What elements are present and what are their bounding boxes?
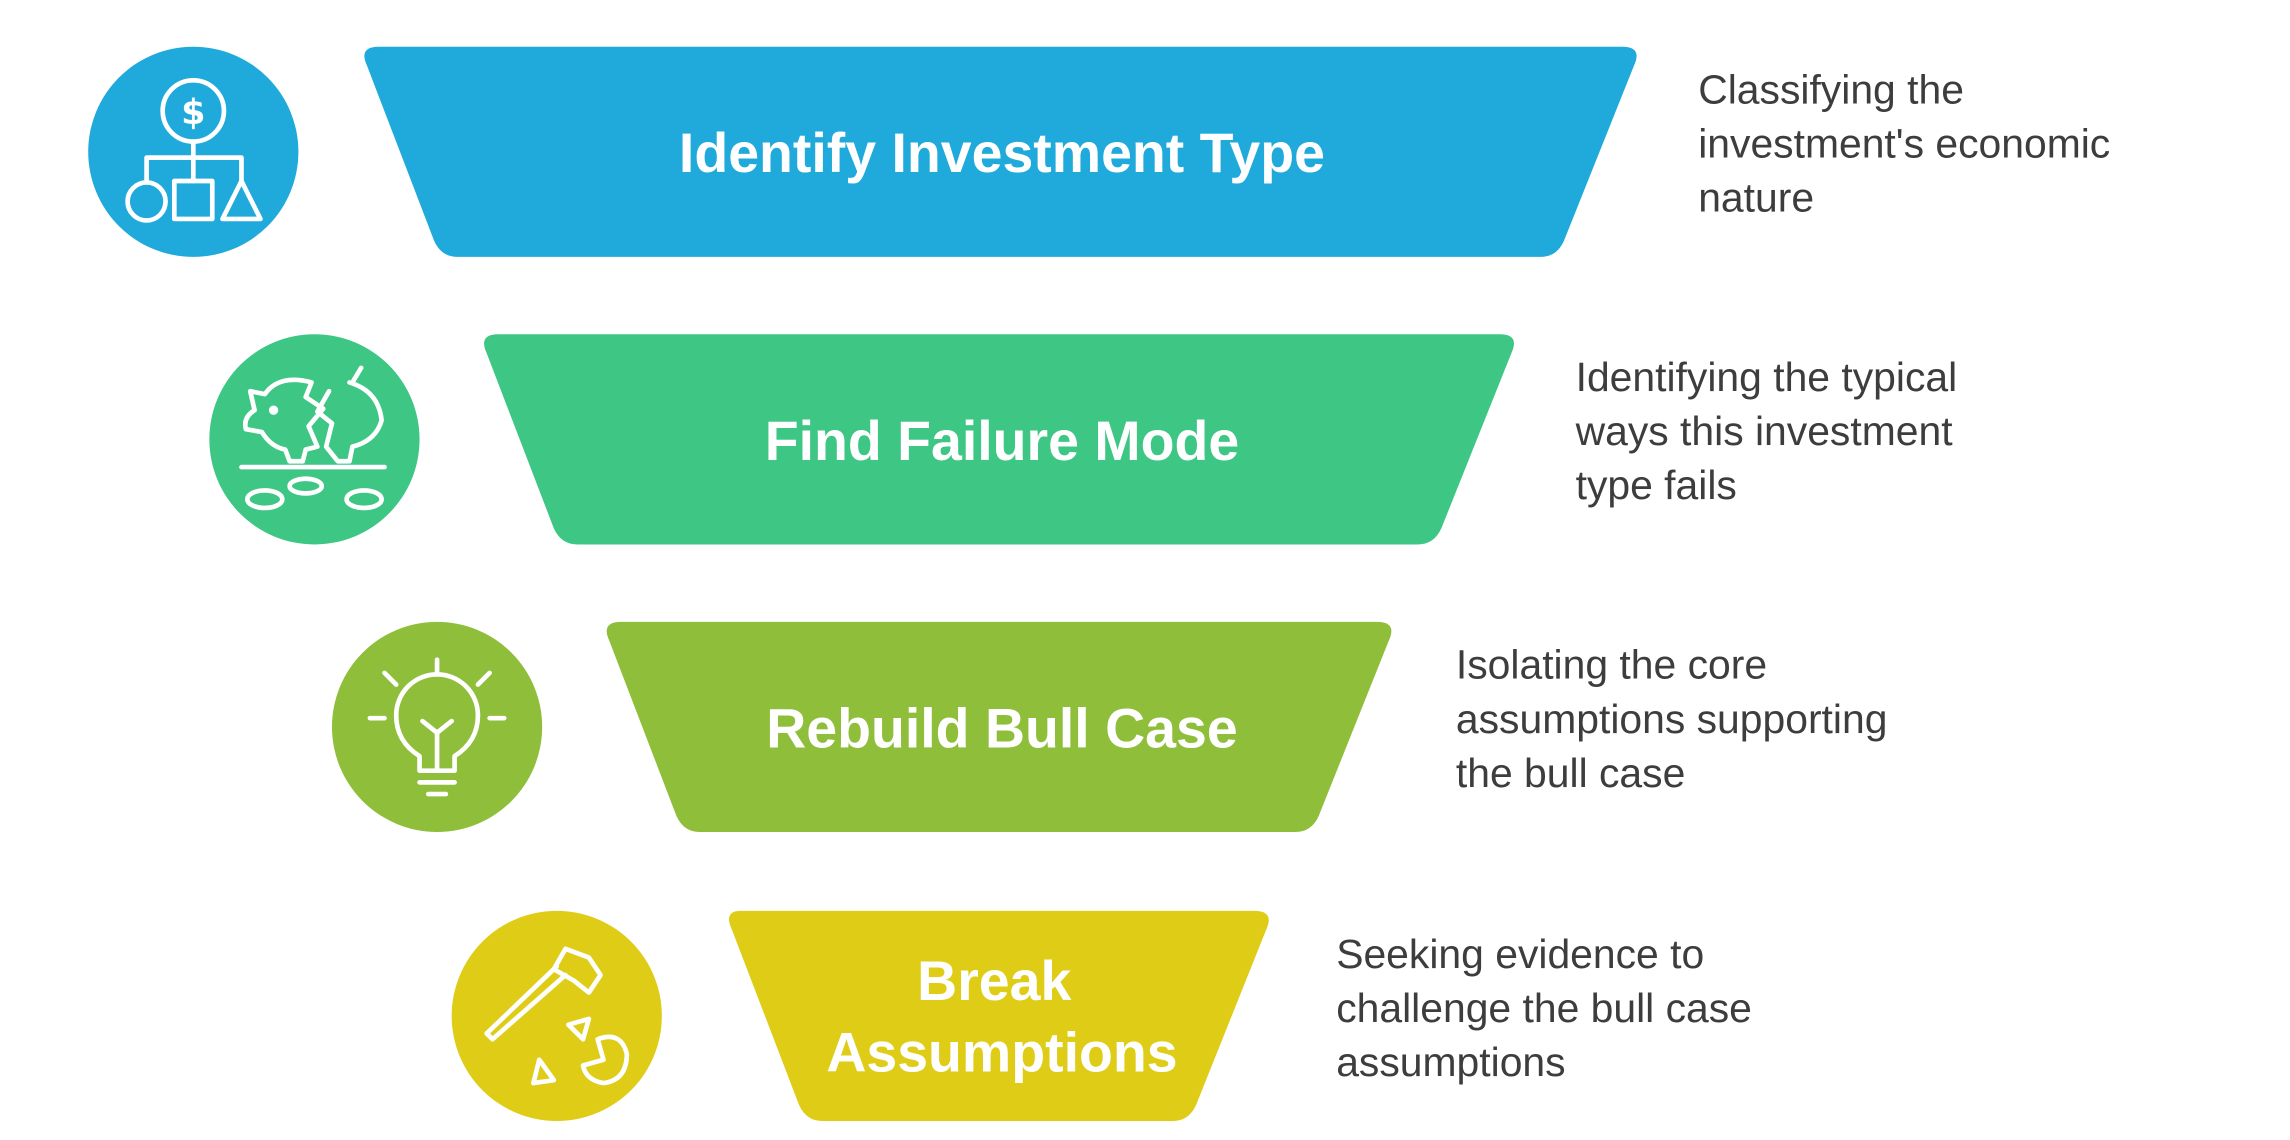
broken-piggy-bank-icon [239, 365, 387, 511]
stage-4-funnel-band [728, 910, 1269, 1122]
lightbulb-icon [367, 657, 507, 797]
stage-3-description: Isolating the core assumptions supportin… [1456, 642, 1899, 796]
funnel-stage-3: Rebuild Bull Case Isolating the core ass… [331, 621, 1899, 833]
stage-4-title: Break Assumptions [826, 950, 1177, 1084]
funnel-stage-1: $ Identify Investment Type Classifying t… [88, 46, 2121, 257]
stage-4-description: Seeking evidence to challenge the bull c… [1336, 931, 1763, 1085]
stage-2-description: Identifying the typical ways this invest… [1575, 354, 1969, 508]
stage-3-funnel-band [606, 621, 1392, 833]
stage-3-icon-circle [331, 621, 543, 833]
stage-2-title: Find Failure Mode [765, 410, 1239, 472]
funnel-stage-2: Find Failure Mode Identifying the typica… [209, 334, 1969, 545]
stage-4-icon-circle [451, 910, 662, 1122]
hammer-breaking-icon [484, 946, 630, 1086]
stage-3-title: Rebuild Bull Case [766, 697, 1237, 759]
classification-hierarchy-icon: $ [125, 77, 263, 223]
stage-1-funnel-band [364, 46, 1637, 257]
stage-1-description: Classifying the investment's economic na… [1698, 67, 2121, 221]
funnel-stage-4: Break Assumptions Seeking evidence to ch… [451, 910, 1763, 1122]
svg-text:$: $ [181, 92, 205, 133]
stage-1-title: Identify Investment Type [679, 122, 1325, 184]
stage-2-funnel-band [484, 334, 1515, 545]
